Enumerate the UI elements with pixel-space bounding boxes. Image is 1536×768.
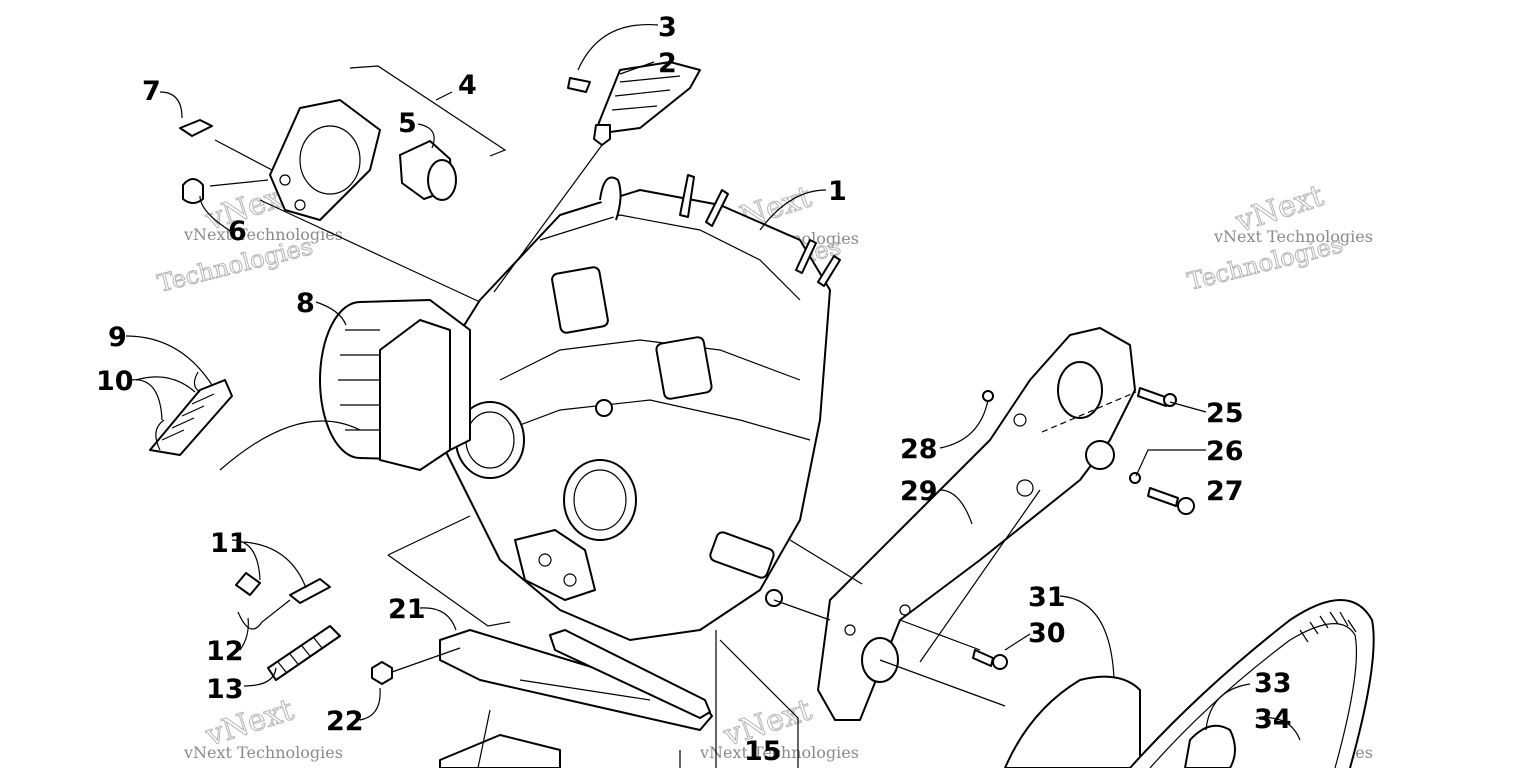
callout-25: 25 xyxy=(1206,398,1244,429)
svg-text:vNext Technologies: vNext Technologies xyxy=(183,225,343,244)
drive-clutch-and-belt xyxy=(1004,599,1375,768)
recoil-starter xyxy=(319,299,471,471)
engine-assembly xyxy=(429,174,841,641)
bolts xyxy=(972,387,1195,670)
callout-15: 15 xyxy=(744,736,782,767)
callout-26: 26 xyxy=(1206,436,1244,467)
watermark-right-top: vNext vNext Technologies Technologies xyxy=(1184,178,1373,296)
ignition-bracket xyxy=(514,529,596,601)
callout-1: 1 xyxy=(828,176,847,207)
hoses-9-10 xyxy=(149,371,361,471)
callout-29: 29 xyxy=(900,476,938,507)
svg-text:vNext Technologies: vNext Technologies xyxy=(183,743,343,762)
callout-3: 3 xyxy=(658,12,677,43)
callout-21: 21 xyxy=(388,594,426,625)
callout-8: 8 xyxy=(296,288,315,319)
callout-13: 13 xyxy=(206,674,244,705)
svg-text:vNext Technologies: vNext Technologies xyxy=(699,743,859,762)
starter-handle xyxy=(567,61,701,146)
pulley-cover xyxy=(179,99,457,221)
callout-22: 22 xyxy=(326,706,364,737)
callout-5: 5 xyxy=(398,108,417,139)
callout-11: 11 xyxy=(210,528,248,559)
callout-31: 31 xyxy=(1028,582,1066,613)
svg-text:vNext Technologies: vNext Technologies xyxy=(1213,227,1373,246)
spark-plugs xyxy=(599,174,841,287)
callout-labels: 1 2 3 4 5 6 7 8 9 10 11 12 13 15 21 22 2… xyxy=(96,12,1292,767)
callout-12: 12 xyxy=(206,636,244,667)
callout-7: 7 xyxy=(142,76,161,107)
callout-33: 33 xyxy=(1254,668,1292,699)
drive-plate xyxy=(817,327,1136,721)
callout-10: 10 xyxy=(96,366,134,397)
fittings-11-13 xyxy=(235,572,341,681)
engine-mount-brackets xyxy=(371,629,713,768)
callout-4: 4 xyxy=(458,70,477,101)
callout-27: 27 xyxy=(1206,476,1244,507)
callout-6: 6 xyxy=(228,216,247,247)
callout-9: 9 xyxy=(108,322,127,353)
callout-2: 2 xyxy=(658,48,677,79)
leader-lines xyxy=(125,23,1301,768)
callout-28: 28 xyxy=(900,434,938,465)
callout-30: 30 xyxy=(1028,618,1066,649)
callout-34: 34 xyxy=(1254,704,1292,735)
